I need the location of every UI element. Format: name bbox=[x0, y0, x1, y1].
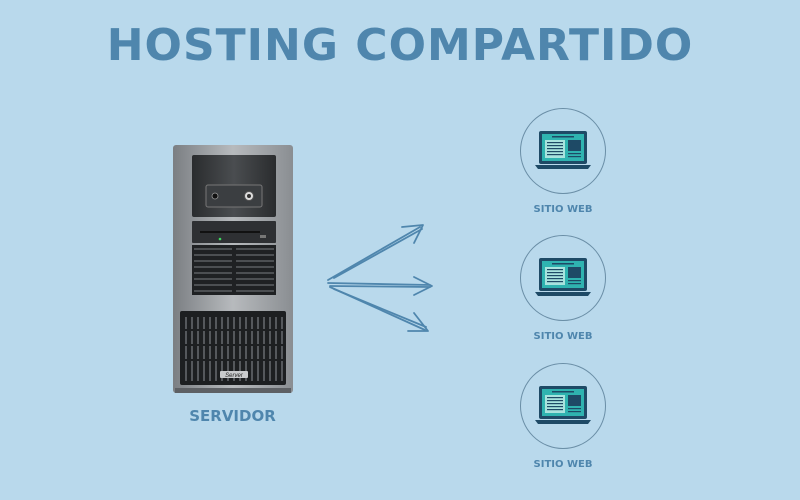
server-tower-icon: Server bbox=[170, 145, 295, 400]
site-circle bbox=[520, 235, 606, 321]
site-node-1: SITIO WEB bbox=[520, 108, 606, 215]
site-node-3: SITIO WEB bbox=[520, 363, 606, 470]
laptop-website-icon bbox=[535, 386, 591, 424]
laptop-website-icon bbox=[535, 258, 591, 296]
arrow-upper bbox=[327, 226, 421, 281]
server-brand-plate bbox=[220, 371, 248, 378]
page-title: HOSTING COMPARTIDO bbox=[106, 20, 694, 71]
site-circle bbox=[520, 108, 606, 194]
site-node-2: SITIO WEB bbox=[520, 235, 606, 342]
connection-arrows bbox=[320, 215, 445, 345]
site-label: SITIO WEB bbox=[533, 459, 593, 470]
arrow-middle bbox=[327, 282, 431, 286]
site-circle bbox=[520, 363, 606, 449]
server-label: SERVIDOR bbox=[189, 407, 276, 425]
site-label: SITIO WEB bbox=[533, 331, 593, 342]
server-brand-text: Server bbox=[225, 373, 244, 379]
laptop-website-icon bbox=[535, 131, 591, 169]
site-label: SITIO WEB bbox=[533, 204, 593, 215]
